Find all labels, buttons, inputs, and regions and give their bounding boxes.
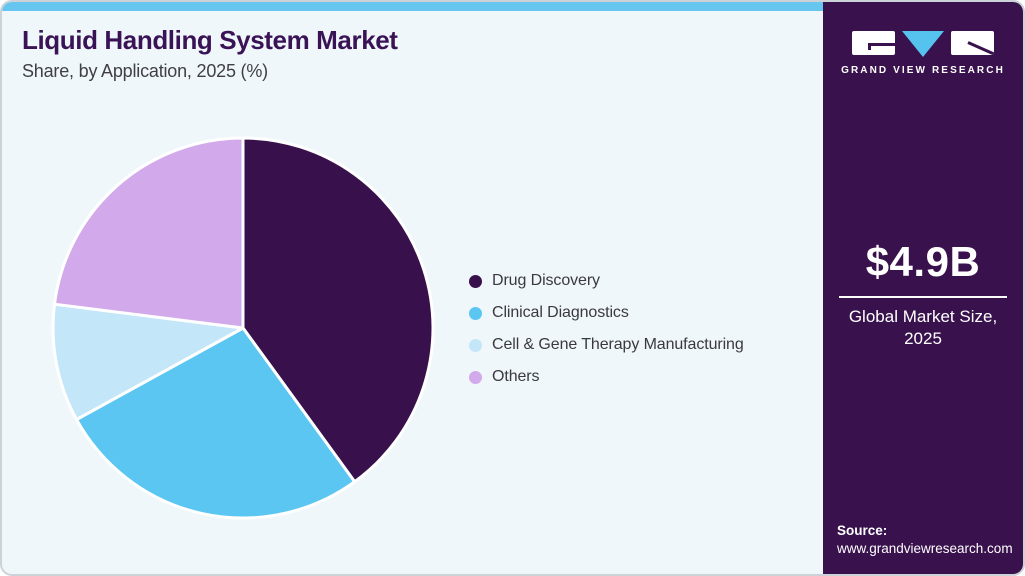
page-title: Liquid Handling System Market [22,25,398,55]
logo-wordmark: GRAND VIEW RESEARCH [841,65,1005,76]
divider-line [839,296,1007,298]
legend-dot-cell-gene-therapy [469,338,482,352]
pie-chart-svg [51,136,435,520]
page-subtitle: Share, by Application, 2025 (%) [22,60,268,81]
source-block: Source: www.grandviewresearch.com [837,523,1013,556]
pie-slice-cell-gene-therapy-manufacturing [51,302,245,422]
source-url-link[interactable]: www.grandviewresearch.com [837,541,1013,556]
legend-dot-clinical-diagnostics [469,306,482,320]
legend-item-cell-gene-therapy: Cell & Gene Therapy Manufacturing [469,329,744,361]
gvr-logo: GRAND VIEW RESEARCH [823,31,1023,76]
market-size-block: $4.9B Global Market Size, 2025 [823,238,1023,350]
legend-item-others: Others [469,361,744,393]
legend-item-clinical-diagnostics: Clinical Diagnostics [469,297,744,329]
pie-chart [43,128,443,528]
chart-header: Liquid Handling System Market Share, by … [22,26,398,82]
pie-slice-others [53,136,245,330]
legend-label: Drug Discovery [492,272,600,289]
logo-r-glyph [951,31,994,55]
logo-g-glyph [852,31,895,55]
brand-sidebar: GRAND VIEW RESEARCH $4.9B Global Market … [823,2,1023,574]
source-label: Source: [837,523,888,538]
legend-label: Clinical Diagnostics [492,304,629,321]
legend-label: Others [492,368,540,385]
legend-label: Cell & Gene Therapy Manufacturing [492,336,744,353]
legend-dot-drug-discovery [469,274,482,288]
market-size-caption: Global Market Size, 2025 [848,307,998,348]
legend-item-drug-discovery: Drug Discovery [469,265,744,297]
logo-v-triangle-icon [902,31,944,57]
pie-slice-drug-discovery [241,136,435,484]
top-accent-strip [2,2,1023,11]
legend-dot-others [469,370,482,384]
pie-slice-clinical-diagnostics [75,326,357,520]
market-size-value: $4.9B [865,238,981,285]
gvr-logo-icon [823,31,1023,57]
chart-legend: Drug Discovery Clinical Diagnostics Cell… [469,265,744,393]
